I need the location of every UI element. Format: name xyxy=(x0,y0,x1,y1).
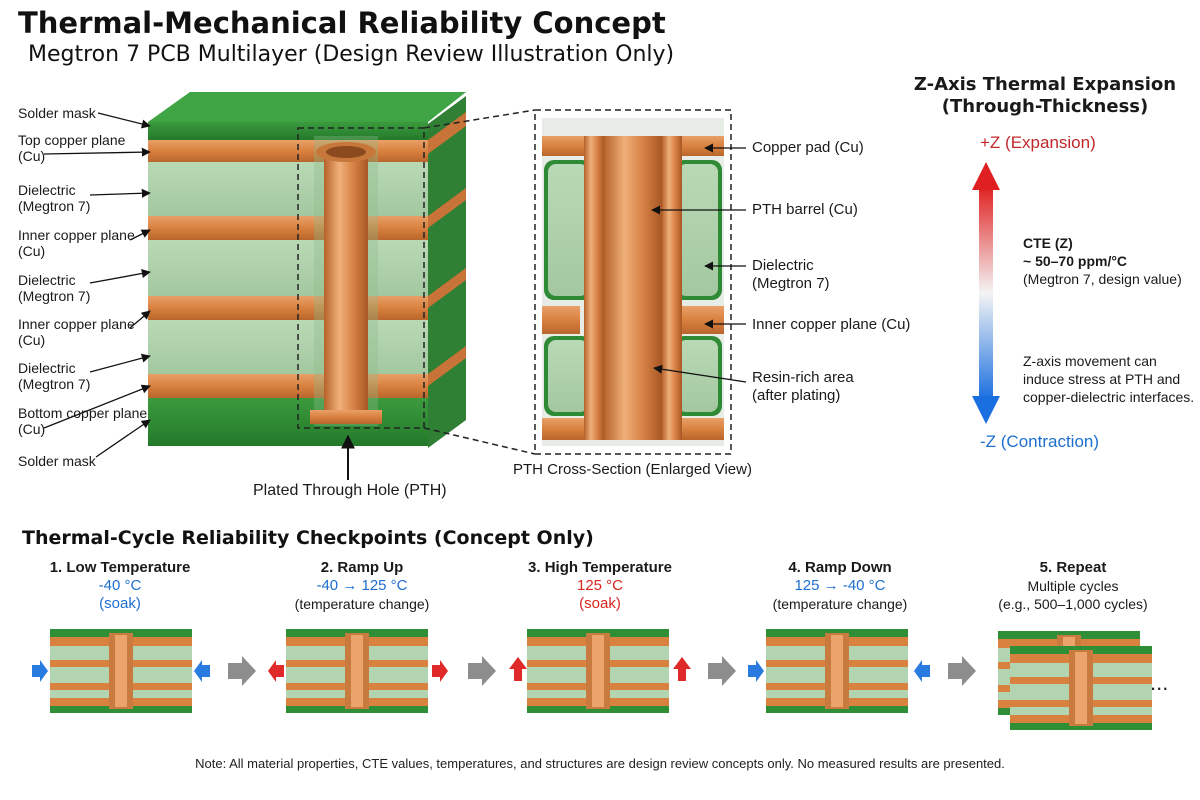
z-minus-label: -Z (Contraction) xyxy=(980,432,1100,451)
page-title: Thermal-Mechanical Reliability Concept xyxy=(18,6,666,40)
dielectric-1 xyxy=(148,162,428,216)
mini-board-5-front xyxy=(1010,646,1152,730)
label-bottom-copper: Bottom copper plane(Cu) xyxy=(18,405,148,437)
bottom-copper-plane xyxy=(148,374,428,398)
flow-arrow-2 xyxy=(468,656,496,686)
cross-section-caption: PTH Cross-Section (Enlarged View) xyxy=(513,461,752,478)
label-inner-copper-2: Inner copper plane(Cu) xyxy=(18,316,135,348)
cte-block: CTE (Z) ~ 50–70 ppm/°C (Megtron 7, desig… xyxy=(1023,234,1182,288)
arrow-up-right-3 xyxy=(673,657,691,681)
stress-note: Z-axis movement can induce stress at PTH… xyxy=(1023,353,1195,405)
label-inner-copper-1: Inner copper plane(Cu) xyxy=(18,227,135,259)
z-axis-arrow xyxy=(972,162,1000,424)
step-ramp-down: 4. Ramp Down 125 → -40 °C (temperature c… xyxy=(772,559,908,612)
dielectric-3 xyxy=(148,320,428,374)
cs-label-resin-rich: Resin-rich area(after plating) xyxy=(752,369,854,404)
cs-inner-copper-left xyxy=(542,306,580,334)
checkpoints-heading: Thermal-Cycle Reliability Checkpoints (C… xyxy=(22,527,594,549)
arrow-outward-left-2 xyxy=(268,660,284,682)
arrow-outward-right-2 xyxy=(432,660,448,682)
arrow-inward-left-1 xyxy=(32,660,48,682)
pth-barrel xyxy=(324,150,368,424)
pcb-block xyxy=(148,92,466,448)
top-copper-plane xyxy=(148,140,428,162)
label-top-copper: Top copper plane(Cu) xyxy=(18,132,126,164)
flow-arrow-4 xyxy=(948,656,976,686)
mini-board-2 xyxy=(286,629,428,713)
cs-pth-barrel xyxy=(604,136,662,440)
label-dielectric-1: Dielectric(Megtron 7) xyxy=(18,182,91,214)
cycle-boards xyxy=(32,629,1152,730)
arrow-inward-right-1 xyxy=(194,660,210,682)
cte-note: (Megtron 7, design value) xyxy=(1023,271,1182,287)
label-dielectric-2: Dielectric(Megtron 7) xyxy=(18,272,91,304)
cte-value: ~ 50–70 ppm/°C xyxy=(1023,253,1128,269)
step-high-temp: 3. High Temperature 125 °C (soak) xyxy=(528,559,672,612)
step-repeat: 5. Repeat Multiple cycles (e.g., 500–1,0… xyxy=(998,559,1148,612)
label-solder-mask-top: Solder mask xyxy=(18,105,96,121)
z-plus-label: +Z (Expansion) xyxy=(980,133,1096,152)
mini-board-4 xyxy=(766,629,908,713)
footer-note: Note: All material properties, CTE value… xyxy=(195,756,1005,771)
cs-inner-copper-right xyxy=(680,306,724,334)
step-ramp-up: 2. Ramp Up -40 → 125 °C (temperature cha… xyxy=(294,559,430,612)
dielectric-2 xyxy=(148,240,428,296)
pth-highlight-box xyxy=(297,127,425,429)
arrow-inward-left-4 xyxy=(748,660,764,682)
label-dielectric-3: Dielectric(Megtron 7) xyxy=(18,360,91,392)
stack-label-arrows xyxy=(43,112,151,458)
z-plus-arrowhead xyxy=(972,162,1000,190)
pth-cross-section xyxy=(534,109,732,455)
z-minus-arrowhead xyxy=(972,396,1000,424)
pcb-top-face xyxy=(148,92,466,122)
cs-label-pth-barrel: PTH barrel (Cu) xyxy=(752,201,858,218)
cte-label: CTE (Z) xyxy=(1023,235,1073,251)
cross-section-arrows xyxy=(651,143,747,383)
arrow-inward-right-4 xyxy=(914,660,930,682)
inner-copper-2 xyxy=(148,296,428,320)
flow-arrow-3 xyxy=(708,656,736,686)
inner-copper-1 xyxy=(148,216,428,240)
arrow-up-left-3 xyxy=(509,657,527,681)
label-solder-mask-bottom: Solder mask xyxy=(18,453,96,469)
cs-label-copper-pad: Copper pad (Cu) xyxy=(752,139,864,156)
zoom-lines xyxy=(423,109,536,455)
page-subtitle: Megtron 7 PCB Multilayer (Design Review … xyxy=(28,42,675,67)
mini-board-1 xyxy=(50,629,192,713)
cs-label-dielectric: Dielectric(Megtron 7) xyxy=(752,257,830,292)
step-low-temp: 1. Low Temperature -40 °C (soak) xyxy=(49,559,191,612)
solder-mask-bottom xyxy=(148,398,428,446)
pth-caption: Plated Through Hole (PTH) xyxy=(253,482,447,499)
z-axis-title: Z-Axis Thermal Expansion (Through-Thickn… xyxy=(913,74,1177,117)
solder-mask-top xyxy=(148,122,428,140)
flow-arrow-1 xyxy=(228,656,256,686)
cs-label-inner-copper: Inner copper plane (Cu) xyxy=(752,316,911,333)
repeat-ellipsis: ... xyxy=(1150,670,1169,695)
mini-board-3 xyxy=(527,629,669,713)
